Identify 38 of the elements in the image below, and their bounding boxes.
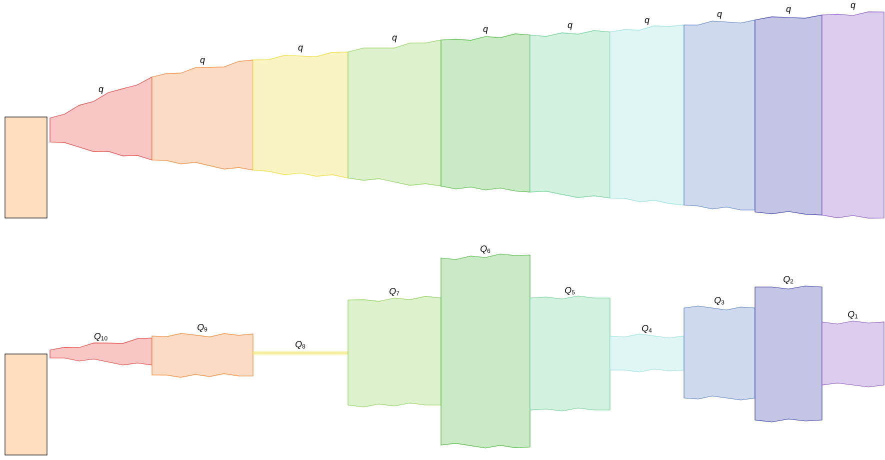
hatched-segment: Q$_{10}$ [50, 333, 152, 366]
node-label: Q$_{1}$ [848, 311, 858, 319]
node-label: Q$_{3}$ [714, 297, 724, 305]
hatched-segment: Q$_{1}$ [822, 311, 884, 388]
hatched-segment: Q$_{7}$ [348, 288, 442, 408]
hatched-segment: q [152, 58, 254, 170]
hatched-segment: q [50, 76, 152, 160]
node-label: Q$_{2}$ [784, 276, 794, 284]
hatched-segment: q [610, 18, 684, 206]
node-label: Q$_{8}$ [296, 341, 306, 349]
hatched-segment: q [440, 27, 530, 192]
hatched-segment: q [530, 23, 610, 198]
hatched-segment: Q$_{9}$ [152, 324, 254, 378]
node-label: Q$_{9}$ [198, 324, 208, 332]
node-label: q [717, 12, 722, 19]
node-label: q [644, 18, 650, 25]
hatched-segment: Q$_{5}$ [530, 287, 610, 412]
hatched-segment: Q$_{8}$ [252, 341, 348, 354]
node-label: q [298, 46, 303, 52]
node-label: Q$_{7}$ [390, 288, 400, 296]
hatched-segment: q [348, 36, 442, 186]
hatched-segment: q [754, 7, 822, 216]
hatched-segment: Q$_{3}$ [684, 297, 756, 400]
node-label: q [786, 7, 791, 14]
node-label: q [568, 23, 572, 30]
node-label: Q$_{6}$ [480, 246, 490, 254]
node-label: q [850, 3, 856, 10]
hatched-segment: q [684, 12, 756, 210]
hatched-segment: Q$_{2}$ [754, 276, 822, 422]
node-label: q [483, 27, 488, 34]
block [4, 116, 48, 218]
hatched-segment: q [252, 46, 348, 178]
block [4, 354, 48, 456]
hatched-segment: q [822, 3, 884, 218]
hatched-segment: Q$_{6}$ [440, 246, 530, 448]
node-label: Q$_{4}$ [642, 325, 652, 333]
node-label: Q$_{5}$ [565, 287, 575, 295]
hatched-segment: Q$_{4}$ [610, 325, 684, 372]
